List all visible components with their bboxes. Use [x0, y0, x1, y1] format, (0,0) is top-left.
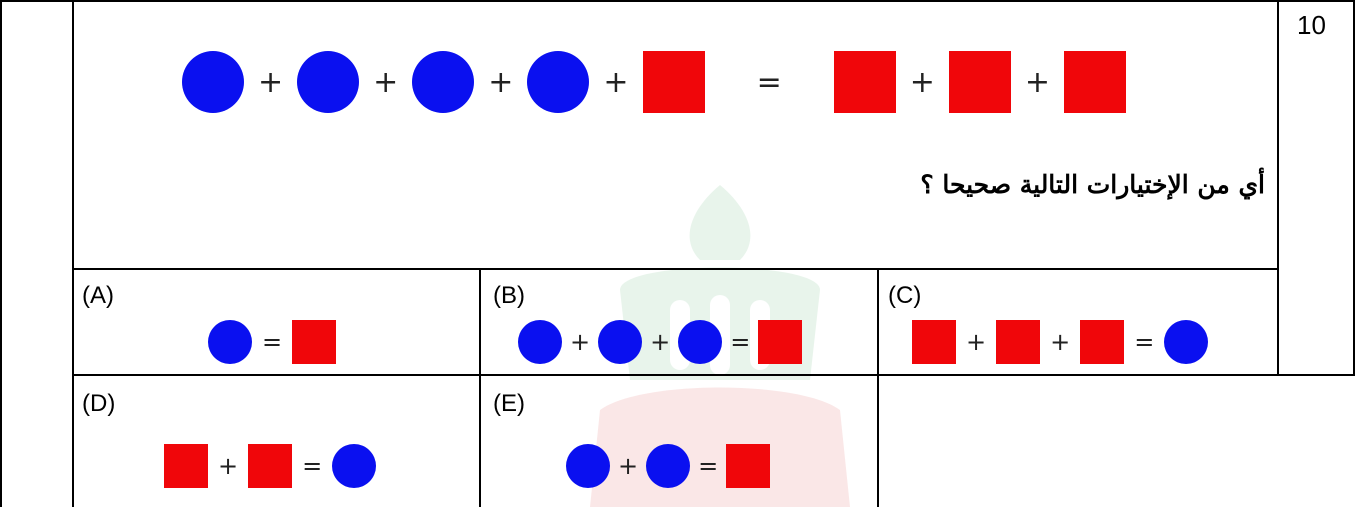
blue-circle-icon: [412, 51, 475, 113]
blue-circle-icon: [646, 444, 691, 488]
plus-sign: +: [1050, 328, 1071, 356]
red-square-icon: [996, 320, 1041, 364]
blue-circle-icon: [297, 51, 360, 113]
option-d-label: (D): [82, 390, 116, 417]
main-equation: + + + + = + +: [182, 50, 1126, 114]
blue-circle-icon: [1164, 320, 1209, 364]
red-square-icon: [912, 320, 956, 364]
table-right-border: [1353, 0, 1355, 375]
plus-sign: +: [650, 328, 671, 356]
inner-left-border: [72, 0, 74, 507]
equals-sign: =: [1134, 328, 1155, 356]
plus-sign: +: [258, 64, 284, 100]
red-square-icon: [1063, 51, 1126, 113]
table-top-border: [0, 0, 1355, 2]
option-e-label: (E): [493, 390, 525, 417]
option-a-label: (A): [82, 282, 114, 309]
row1-bottom-border: [72, 374, 1355, 376]
blue-circle-icon: [182, 51, 244, 113]
blue-circle-icon: [566, 444, 610, 488]
red-square-icon: [948, 51, 1011, 113]
red-square-icon: [248, 444, 293, 488]
option-e-expression[interactable]: + =: [566, 444, 771, 488]
table-left-border: [0, 0, 2, 507]
blue-circle-icon: [518, 320, 562, 364]
plus-sign: +: [618, 452, 639, 480]
col-divider-1: [479, 268, 481, 507]
option-a-expression[interactable]: =: [208, 320, 337, 364]
plus-sign: +: [1024, 64, 1050, 100]
plus-sign: +: [966, 328, 987, 356]
option-b-expression[interactable]: + + =: [518, 320, 803, 364]
inner-right-border: [1277, 0, 1279, 375]
plus-sign: +: [909, 64, 935, 100]
equals-sign: =: [698, 452, 719, 480]
red-square-icon: [642, 51, 705, 113]
blue-circle-icon: [332, 444, 377, 488]
question-bottom-border: [72, 268, 1279, 270]
equals-sign: =: [302, 452, 323, 480]
equals-sign: =: [262, 328, 283, 356]
red-square-icon: [164, 444, 208, 488]
blue-circle-icon: [208, 320, 252, 364]
plus-sign: +: [218, 452, 239, 480]
red-square-icon: [758, 320, 803, 364]
option-c-expression[interactable]: + + =: [912, 320, 1209, 364]
red-square-icon: [292, 320, 337, 364]
red-square-icon: [833, 51, 896, 113]
blue-circle-icon: [527, 51, 590, 113]
question-text: أي من الإختيارات التالية صحيحا ؟: [920, 170, 1265, 199]
blue-circle-icon: [598, 320, 643, 364]
plus-sign: +: [373, 64, 399, 100]
red-square-icon: [726, 444, 771, 488]
option-b-label: (B): [493, 282, 525, 309]
equals-sign: =: [756, 64, 782, 100]
plus-sign: +: [603, 64, 629, 100]
blue-circle-icon: [678, 320, 723, 364]
plus-sign: +: [488, 64, 514, 100]
question-number: 10: [1297, 10, 1326, 40]
red-square-icon: [1080, 320, 1125, 364]
option-c-label: (C): [888, 282, 922, 309]
equals-sign: =: [730, 328, 751, 356]
col-divider-2: [877, 268, 879, 507]
plus-sign: +: [570, 328, 591, 356]
option-d-expression[interactable]: + =: [164, 444, 377, 488]
